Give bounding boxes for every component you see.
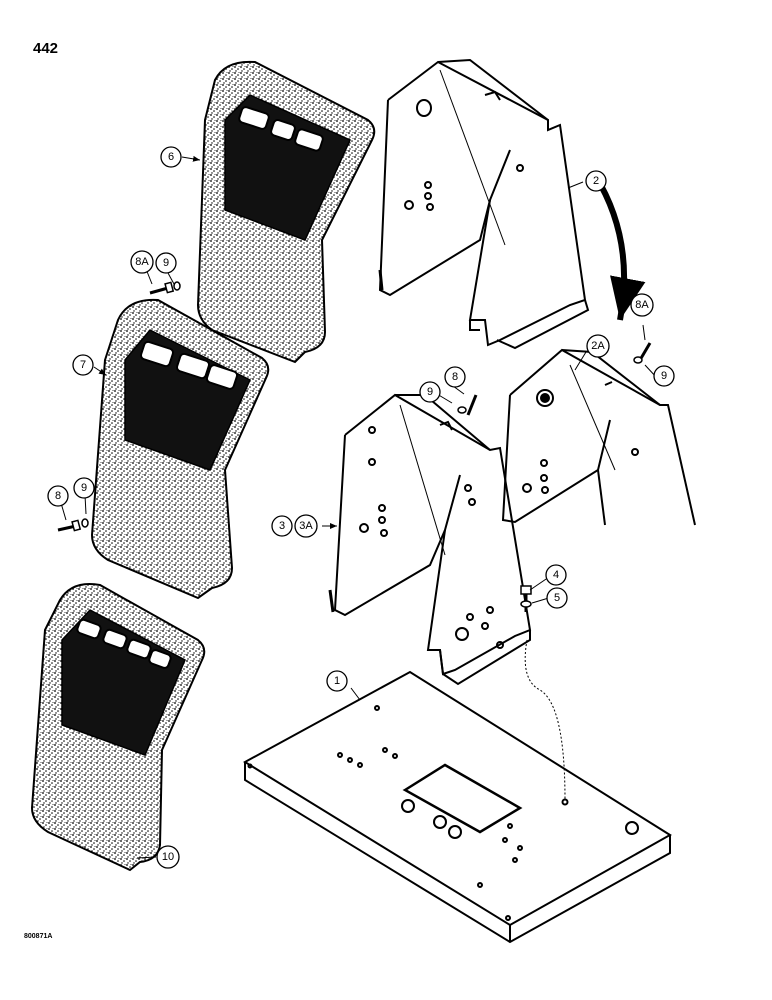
svg-text:9: 9 (661, 370, 667, 382)
svg-text:4: 4 (553, 569, 559, 581)
callout-3a: 3A (294, 514, 318, 538)
hardware-fasteners (57, 281, 652, 612)
callout-9-right: 9 (653, 365, 675, 387)
callout-3: 3 (271, 515, 293, 537)
callout-7: 7 (72, 354, 94, 376)
bracket-part-2 (378, 58, 590, 350)
svg-text:3: 3 (279, 520, 285, 532)
seat-cover-part-6 (196, 60, 376, 364)
bracket-part-3 (328, 393, 532, 686)
svg-text:2A: 2A (591, 340, 605, 352)
svg-text:9: 9 (163, 257, 169, 269)
base-plate-part-1 (243, 670, 672, 944)
callout-8a-top: 8A (130, 250, 154, 274)
svg-text:8A: 8A (635, 299, 649, 311)
svg-text:8: 8 (452, 371, 458, 383)
callout-9-mid: 9 (419, 381, 441, 403)
svg-text:5: 5 (554, 592, 560, 604)
callout-10: 10 (156, 845, 180, 869)
callout-8-mid: 8 (444, 366, 466, 388)
svg-text:7: 7 (80, 359, 86, 371)
leader-lines (524, 173, 646, 801)
callout-5: 5 (546, 587, 568, 609)
svg-text:9: 9 (81, 482, 87, 494)
callout-circles: 1 2 2A 3 3A 4 (47, 146, 675, 869)
callout-8a-right: 8A (630, 293, 654, 317)
svg-text:6: 6 (168, 151, 174, 163)
callout-6: 6 (160, 146, 182, 168)
callout-9-top: 9 (155, 252, 177, 274)
callout-9-left: 9 (73, 477, 95, 499)
callout-2: 2 (585, 170, 607, 192)
svg-text:2: 2 (593, 175, 599, 187)
page-number: 442 (33, 40, 59, 57)
callout-2a: 2A (586, 334, 610, 358)
figure-code: 800871A (24, 933, 53, 940)
callout-1: 1 (326, 670, 348, 692)
svg-text:10: 10 (162, 851, 174, 863)
seat-cover-part-10 (30, 583, 206, 872)
svg-text:8A: 8A (135, 256, 149, 268)
callout-4: 4 (545, 564, 567, 586)
svg-text:8: 8 (55, 490, 61, 502)
callout-8-left: 8 (47, 485, 69, 507)
svg-text:9: 9 (427, 386, 433, 398)
svg-text:3A: 3A (299, 520, 313, 532)
svg-text:1: 1 (334, 675, 340, 687)
seat-cover-part-7 (90, 298, 270, 600)
